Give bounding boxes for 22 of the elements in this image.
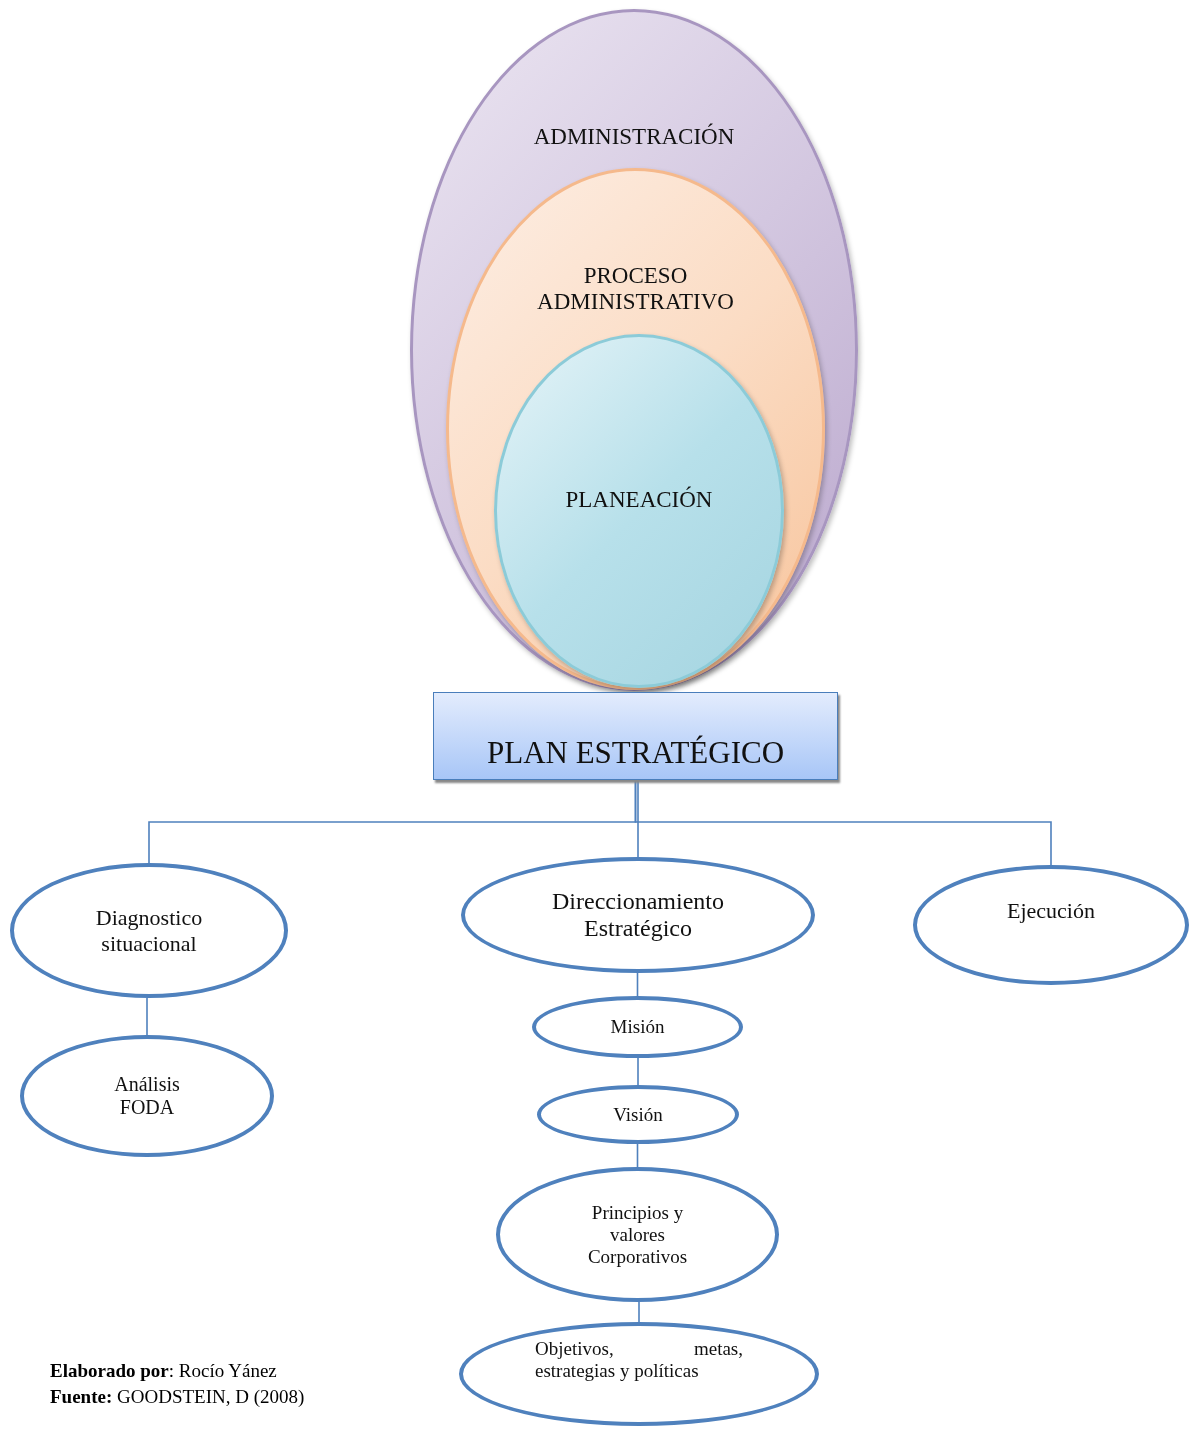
node-label: PLAN ESTRATÉGICO (486, 735, 785, 771)
node-label: Diagnostico situacional (94, 904, 204, 957)
node-label: PROCESO ADMINISTRATIVO (536, 263, 735, 315)
connector-line (637, 779, 639, 858)
node-label: Direccionamiento Estratégico (551, 888, 725, 942)
node-label: PLANEACIÓN (565, 487, 713, 513)
connector-line (634, 779, 1052, 866)
node-label: Análisis FODA (113, 1073, 181, 1119)
title-box (433, 692, 838, 780)
source-note: Fuente: GOODSTEIN, D (2008) (50, 1386, 305, 1408)
connector-line (636, 1143, 639, 1168)
node-label: ADMINISTRACIÓN (533, 124, 735, 150)
node-label: Misión (610, 1016, 665, 1038)
connector-line (636, 972, 639, 997)
connector-line (146, 997, 148, 1036)
node-label: Visión (613, 1103, 663, 1126)
node-label: Ejecución (1007, 898, 1095, 924)
node-label: Principios y valores Corporativos (586, 1201, 689, 1268)
node-label: Objetivos, metas, estrategias y políticas (535, 1338, 743, 1382)
connector-line (638, 1301, 640, 1323)
connector-line (637, 1057, 639, 1086)
source-note: Elaborado por: Rocío Yánez (50, 1360, 277, 1382)
